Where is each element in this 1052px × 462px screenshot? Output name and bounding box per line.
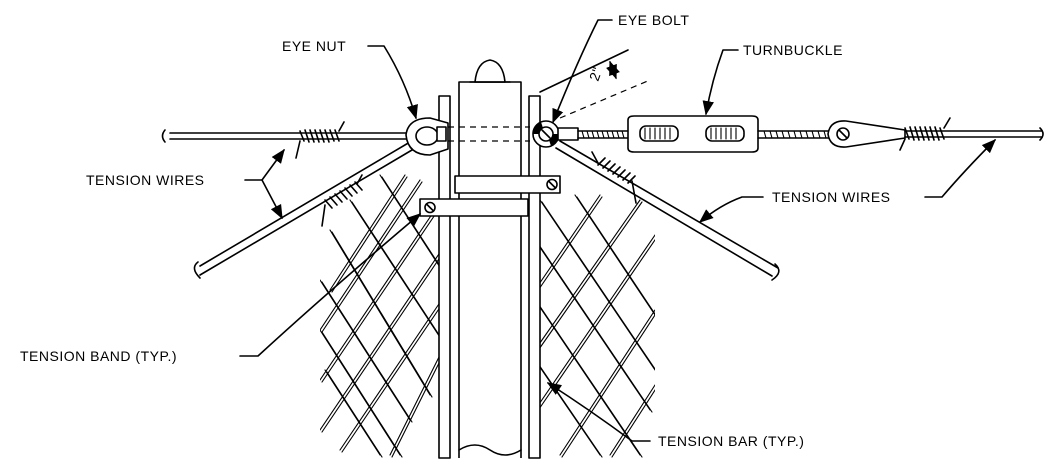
- turnbuckle-eye-and-thimble: [827, 120, 906, 148]
- leader-tension-band: [239, 213, 422, 357]
- leader-tension-wires-right: [698, 138, 997, 223]
- tension-band-upper: [454, 175, 561, 194]
- label-turnbuckle: TURNBUCKLE: [743, 42, 843, 58]
- chain-link-mesh-right: [534, 194, 655, 458]
- eye-bolt: [532, 120, 579, 148]
- leader-eye-nut: [367, 45, 418, 120]
- threaded-rod-right: [757, 130, 831, 139]
- leader-tension-wires-left: [244, 148, 285, 220]
- leader-tension-bar: [546, 382, 651, 442]
- label-dimension: 2": [586, 65, 606, 83]
- tension-wire-right-lower: [555, 140, 780, 281]
- tension-band-lower: [419, 198, 529, 217]
- threaded-rod-left: [577, 130, 629, 139]
- tension-bar-right: [528, 95, 541, 459]
- eye-nut: [405, 117, 449, 156]
- label-tension-bar: TENSION BAR (TYP.): [658, 433, 804, 449]
- tension-bar-left: [438, 95, 451, 459]
- tension-wire-left-lower: [193, 141, 413, 279]
- dimension-2in: [539, 49, 651, 119]
- label-tension-wires-left: TENSION WIRES: [86, 172, 205, 188]
- leader-turnbuckle: [702, 49, 739, 116]
- label-eye-nut: EYE NUT: [282, 38, 346, 54]
- label-eye-bolt: EYE BOLT: [618, 12, 689, 28]
- leader-eye-bolt: [552, 19, 613, 124]
- tension-wire-right-upper: [899, 117, 1044, 151]
- tension-wire-left-upper: [161, 121, 411, 159]
- turnbuckle: [627, 115, 759, 153]
- label-tension-band: TENSION BAND (TYP.): [20, 348, 177, 364]
- chain-link-mesh-left: [320, 174, 448, 458]
- label-tension-wires-right: TENSION WIRES: [772, 189, 891, 205]
- fence-post: [448, 59, 530, 458]
